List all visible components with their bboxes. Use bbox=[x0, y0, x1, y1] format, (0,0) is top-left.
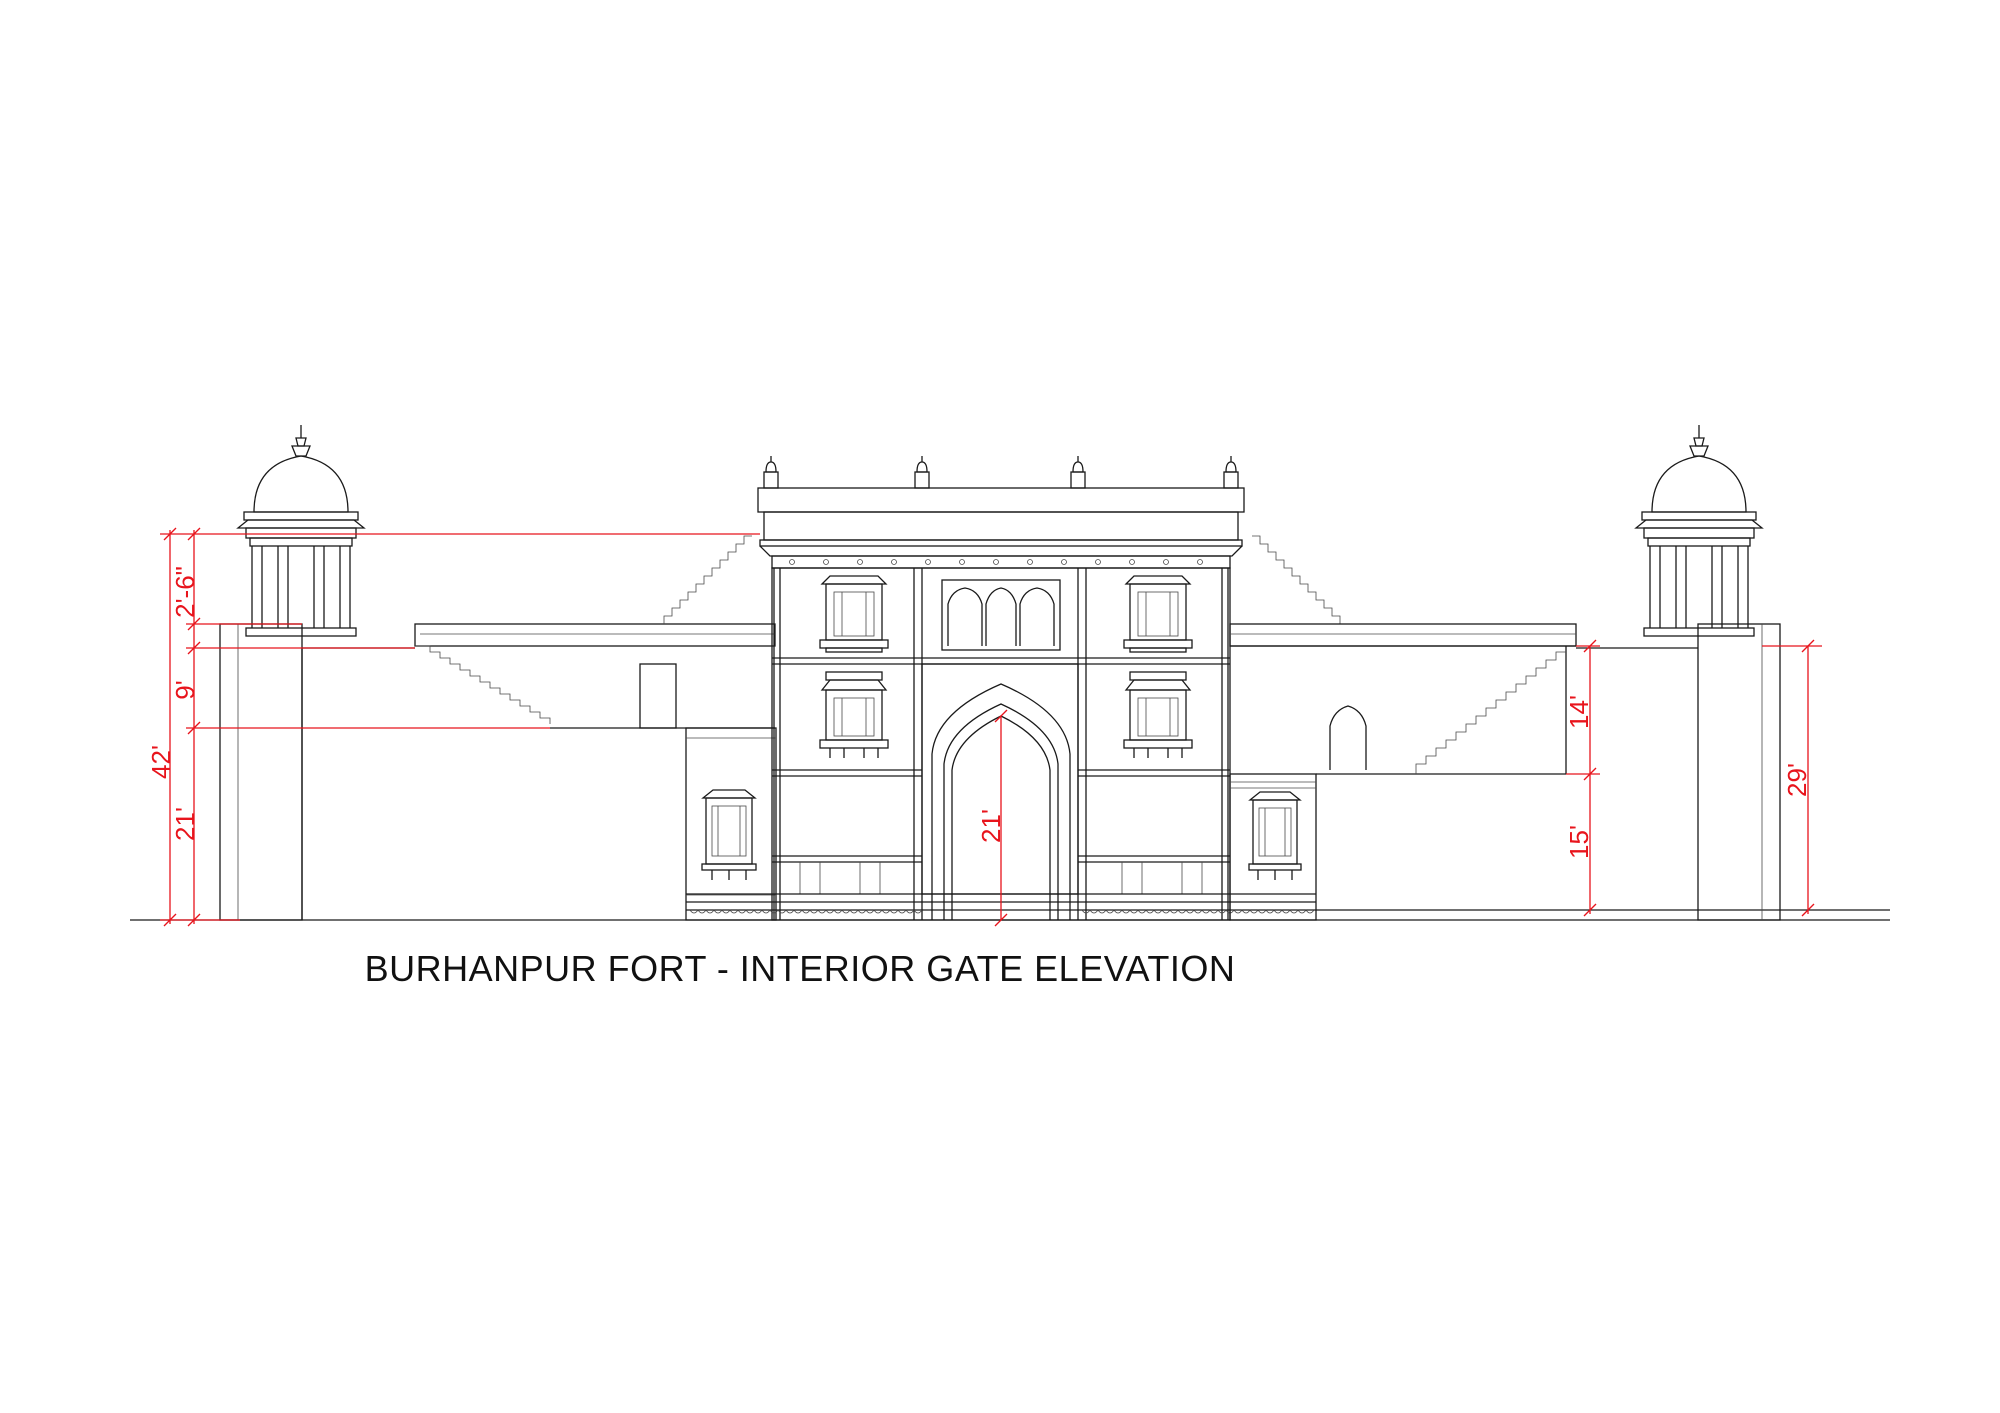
left-lower-window bbox=[701, 789, 757, 880]
dim-lower-wall-left: 21' bbox=[170, 807, 200, 841]
dim-arch-height: 21' bbox=[976, 809, 1006, 843]
dim-top-parapet: 2'-6" bbox=[170, 566, 200, 618]
top-arched-window bbox=[941, 579, 1061, 651]
right-chhatri bbox=[1634, 425, 1764, 637]
dim-total-height: 42' bbox=[146, 745, 176, 779]
right-lower-window bbox=[1248, 791, 1302, 880]
jharokha-upper-right bbox=[1123, 575, 1193, 653]
left-step-parapet bbox=[663, 535, 752, 624]
drawing-title: BURHANPUR FORT - INTERIOR GATE ELEVATION bbox=[364, 948, 1236, 989]
jharokha-upper-left bbox=[819, 575, 889, 653]
left-chhatri bbox=[236, 425, 366, 637]
dim-right-total: 29' bbox=[1782, 763, 1812, 797]
dim-right-upper: 14' bbox=[1564, 695, 1594, 729]
main-arch bbox=[921, 663, 1079, 920]
dim-right-lower: 15' bbox=[1564, 825, 1594, 859]
left-wall bbox=[301, 623, 777, 921]
right-wall bbox=[1229, 623, 1890, 921]
frieze-dots bbox=[789, 559, 1203, 565]
finials bbox=[763, 456, 1239, 489]
jharokha-lower-left bbox=[819, 671, 889, 758]
dimension-lines bbox=[160, 527, 1822, 927]
right-tower bbox=[1576, 623, 1781, 921]
left-tower bbox=[219, 623, 415, 921]
right-step-parapet bbox=[1252, 535, 1341, 624]
dim-upper-wall: 9' bbox=[170, 680, 200, 699]
jharokha-lower-right bbox=[1123, 671, 1193, 758]
